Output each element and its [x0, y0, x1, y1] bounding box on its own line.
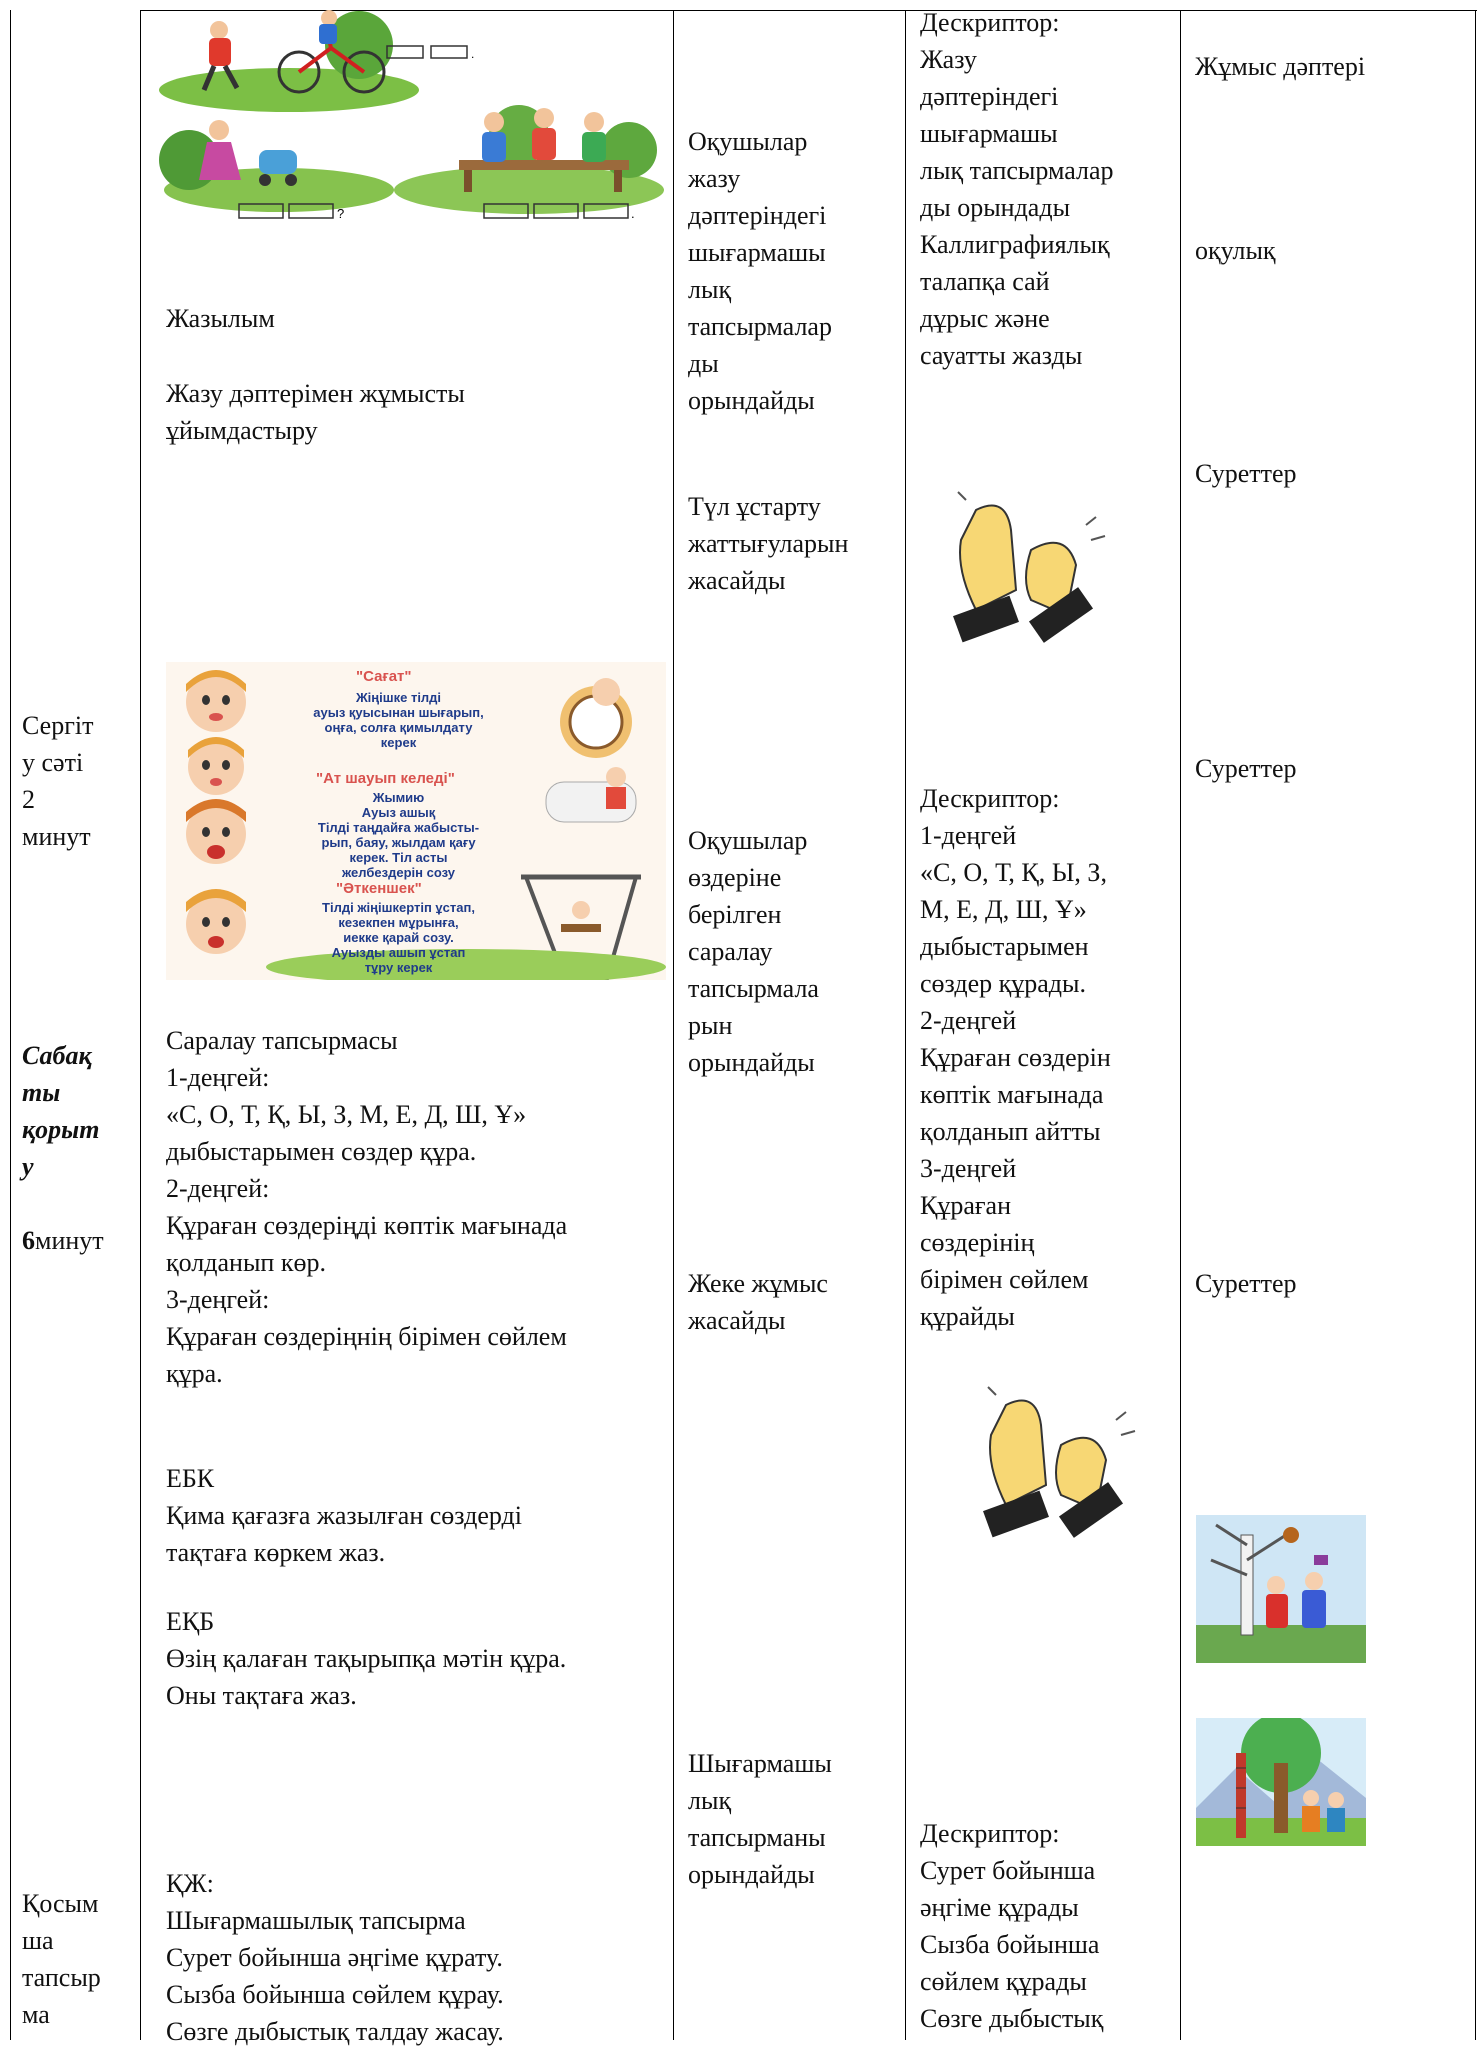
summary-label: Сабақ ты қорыт у 6минут — [22, 1000, 104, 1259]
writing-description: Жазу дәптерімен жұмысты ұйымдастыру — [166, 379, 465, 445]
poster-text-horse: Жымию Ауыз ашық Тілді таңдайға жабысты- … — [317, 790, 480, 880]
resources-column: Жұмыс дәптері оқулық Суреттер Суреттер С… — [1181, 10, 1475, 2040]
top-border — [140, 10, 1477, 11]
differentiation-task: Саралау тапсырмасы 1-деңгей: «С, О, Т, Қ… — [166, 1026, 568, 1388]
resource-workbook: Жұмыс дәптері — [1195, 52, 1366, 81]
resource-pictures-3: Суреттер — [1195, 1269, 1297, 1298]
table-border-left — [10, 10, 11, 2040]
column-divider-4 — [1180, 10, 1181, 2040]
girl-face-1 — [186, 670, 246, 732]
ebk-task: ЕБК Қима қағазға жазылған сөздерді тақта… — [166, 1464, 522, 1567]
poster-title-horse: "Ат шауып келеді" — [316, 770, 455, 787]
ekb-task: ЕҚБ Өзің қалаған тақырыпқа мәтін құра. О… — [166, 1607, 567, 1710]
articulation-exercises-poster: "Сағат" Жіңішке тілді ауыз қуысынан шыға… — [166, 662, 666, 980]
word-mark-3: . — [631, 206, 635, 221]
extra-task-label: Қосым ша тапсыр ма — [22, 1889, 101, 2029]
summary-bold-text: Сабақ ты қорыт у — [22, 1041, 100, 1181]
descriptor-writing: Дескриптор: Жазу дәптеріндегі шығармашы … — [920, 8, 1114, 370]
refresh-break-label: Сергіт у сәті 2 минут — [22, 711, 94, 851]
poster-text-clock: Жіңішке тілді ауыз қуысынан шығарып, оңғ… — [313, 690, 484, 750]
breathing-exercise-text: Түл ұстарту жаттығуларын жасайды — [688, 492, 849, 595]
clapping-hands-icon-2 — [966, 1385, 1141, 1550]
column-divider-1 — [140, 10, 141, 2040]
clapping-hands-icon — [936, 490, 1111, 655]
kzh-creative-task: ҚЖ: Шығармашылық тапсырма Сурет бойынша … — [166, 1869, 504, 2046]
individual-work-text: Жеке жұмыс жасайды — [688, 1269, 828, 1335]
resource-textbook: оқулық — [1195, 236, 1276, 265]
resource-pictures-2: Суреттер — [1195, 754, 1297, 783]
column-divider-3 — [905, 10, 906, 2040]
table-border-right — [1475, 10, 1476, 2040]
students-write-text: Оқушылар жазу дәптеріндегі шығармашы лық… — [688, 127, 832, 415]
poster-title-clock: "Сағат" — [356, 668, 412, 685]
column-divider-2 — [673, 10, 674, 2040]
student-activity-column: Оқушылар жазу дәптеріндегі шығармашы лық… — [674, 10, 904, 2040]
summary-minutes-unit: минут — [35, 1226, 104, 1255]
park-illustration: . ? . — [159, 10, 664, 238]
tree-picture — [1196, 1718, 1366, 1846]
students-differentiation-text: Оқушылар өздеріне берілген саралау тапсы… — [688, 826, 819, 1077]
summary-minutes-number: 6 — [22, 1226, 35, 1255]
word-mark-1: . — [471, 47, 474, 61]
lesson-plan-table: Сергіт у сәті 2 минут Сабақ ты қорыт у 6… — [10, 8, 1477, 2046]
poster-text-swing: Тілді жіңішкертіп ұстап, кезекпен мұрынғ… — [322, 900, 475, 975]
teacher-activity-column: . ? . Жазылым Жазу дәптерімен жұмысты ұй… — [141, 10, 673, 2046]
descriptor-creative: Дескриптор: Сурет бойынша әңгіме құрады … — [920, 1819, 1104, 2033]
resource-pictures-1: Суреттер — [1195, 459, 1297, 488]
writing-title: Жазылым — [166, 304, 275, 333]
word-mark-2: ? — [337, 206, 344, 221]
creative-task-text: Шығармашы лық тапсырманы орындайды — [688, 1749, 832, 1889]
descriptor-column: Дескриптор: Жазу дәптеріндегі шығармашы … — [906, 8, 1179, 2040]
stage-column: Сергіт у сәті 2 минут Сабақ ты қорыт у 6… — [10, 10, 140, 2040]
winter-picture — [1196, 1515, 1366, 1663]
poster-title-swing: "Әткеншек" — [336, 880, 422, 897]
descriptor-levels: Дескриптор: 1-деңгей «С, О, Т, Қ, Ы, З, … — [920, 784, 1111, 1331]
